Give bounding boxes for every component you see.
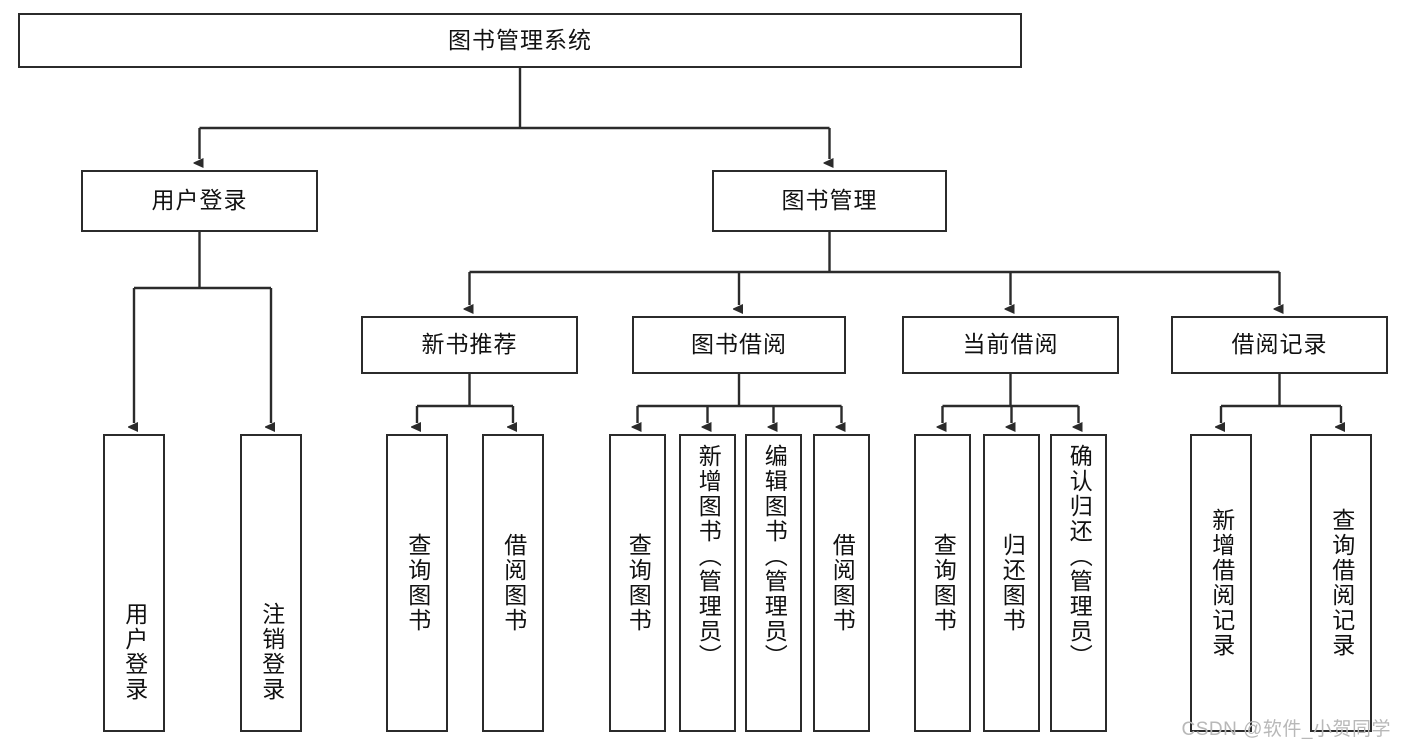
node-label: 图书管理系统	[448, 26, 592, 53]
node-label: 新增借阅记录	[1208, 508, 1235, 658]
node-book-manage[interactable]: 图书管理	[712, 170, 947, 232]
node-leaf-query-record[interactable]: 查询借阅记录	[1310, 434, 1372, 732]
node-new-book-rec[interactable]: 新书推荐	[361, 316, 578, 374]
node-label: 新增图书（管理员）	[695, 444, 722, 669]
node-label: 查询借阅记录	[1328, 508, 1355, 658]
node-book-borrow[interactable]: 图书借阅	[632, 316, 846, 374]
node-current-borrow[interactable]: 当前借阅	[902, 316, 1119, 374]
node-label: 借阅图书	[829, 533, 856, 633]
node-label: 图书管理	[781, 187, 878, 214]
node-label: 归还图书	[999, 533, 1026, 633]
node-label: 新书推荐	[421, 331, 518, 358]
node-label: 用户登录	[151, 187, 248, 214]
node-label: 当前借阅	[962, 331, 1059, 358]
node-root[interactable]: 图书管理系统	[18, 13, 1022, 68]
node-label: 借阅记录	[1231, 331, 1328, 358]
node-leaf-add-record[interactable]: 新增借阅记录	[1190, 434, 1252, 732]
node-label: 借阅图书	[500, 533, 527, 633]
node-label: 图书借阅	[691, 331, 787, 358]
node-leaf-query-book-2[interactable]: 查询图书	[609, 434, 666, 732]
node-label: 查询图书	[930, 533, 957, 633]
node-label: 用户登录	[121, 602, 148, 702]
node-label: 编辑图书（管理员）	[761, 444, 788, 669]
node-leaf-edit-book[interactable]: 编辑图书（管理员）	[745, 434, 802, 732]
node-label: 查询图书	[625, 533, 652, 633]
node-leaf-return-book[interactable]: 归还图书	[983, 434, 1040, 732]
node-borrow-record[interactable]: 借阅记录	[1171, 316, 1388, 374]
node-label: 确认归还（管理员）	[1066, 444, 1093, 669]
node-leaf-add-book[interactable]: 新增图书（管理员）	[679, 434, 736, 732]
node-leaf-query-book-3[interactable]: 查询图书	[914, 434, 971, 732]
node-leaf-confirm-return[interactable]: 确认归还（管理员）	[1050, 434, 1107, 732]
node-leaf-query-book-1[interactable]: 查询图书	[386, 434, 448, 732]
node-leaf-logout[interactable]: 注销登录	[240, 434, 302, 732]
watermark-text: CSDN @软件_小贺同学	[1181, 719, 1391, 740]
node-label: 查询图书	[404, 533, 431, 633]
node-leaf-borrow-book-1[interactable]: 借阅图书	[482, 434, 544, 732]
node-user-login[interactable]: 用户登录	[81, 170, 318, 232]
node-label: 注销登录	[258, 602, 285, 702]
node-leaf-user-login[interactable]: 用户登录	[103, 434, 165, 732]
node-leaf-borrow-book-2[interactable]: 借阅图书	[813, 434, 870, 732]
